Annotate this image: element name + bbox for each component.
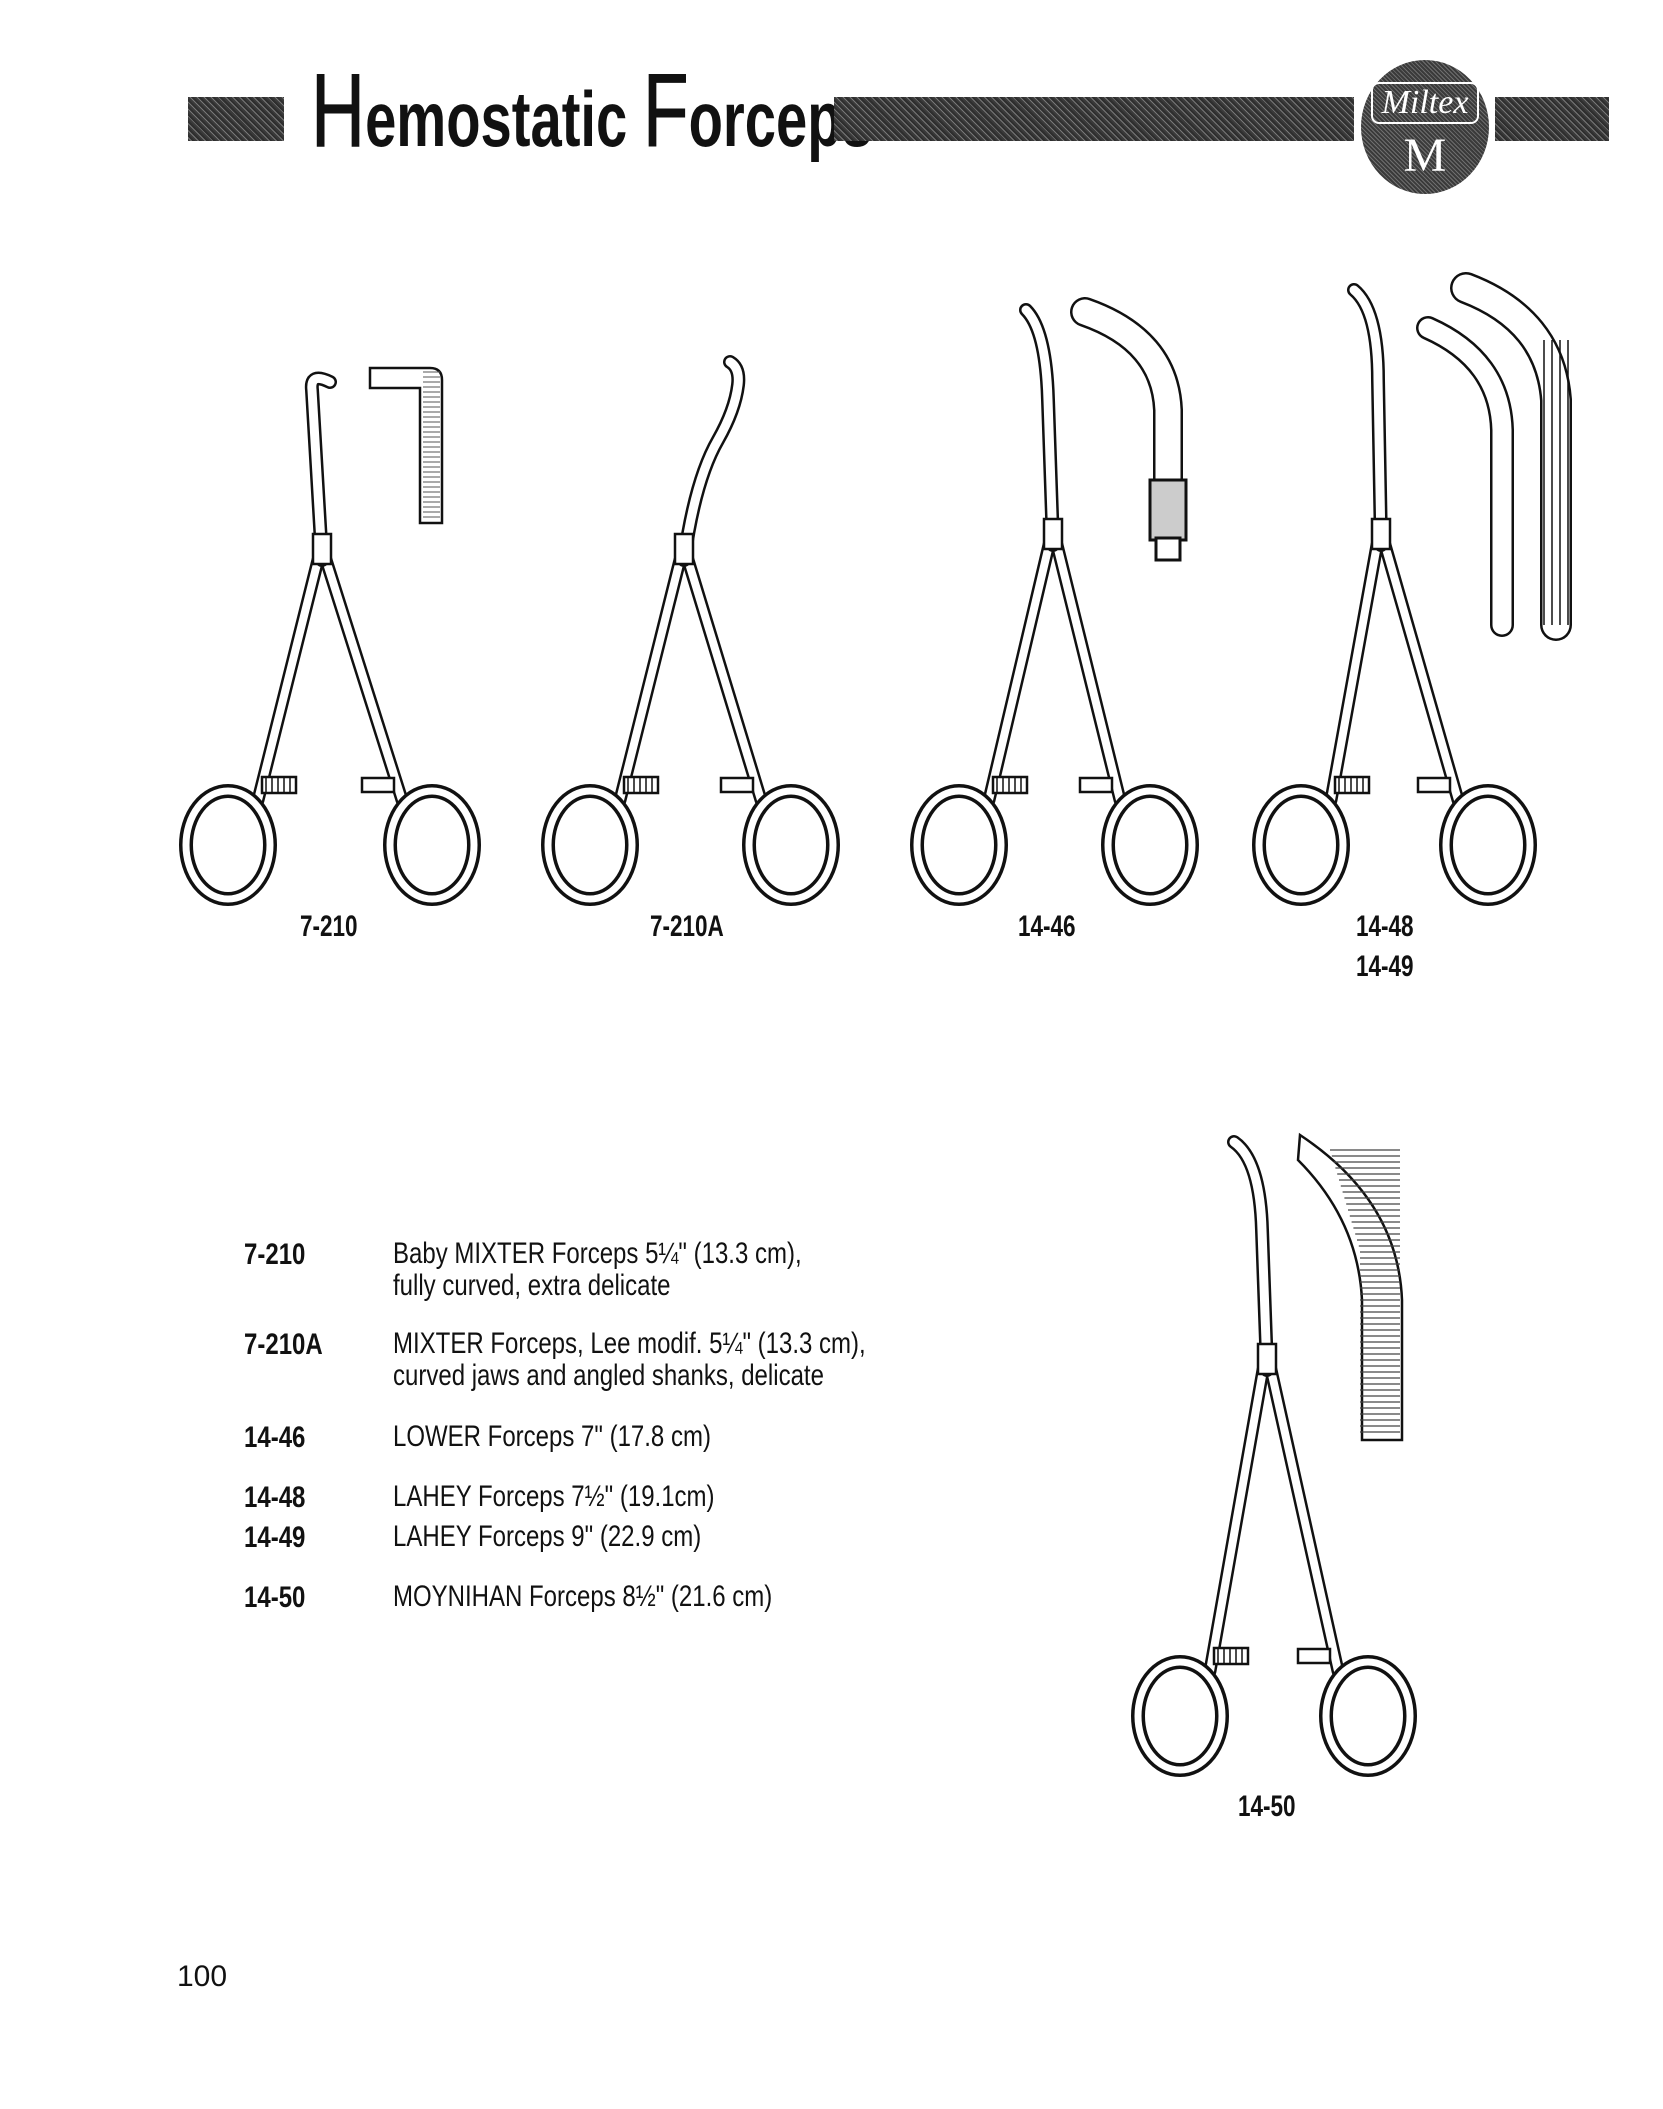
item-description: MOYNIHAN Forceps 8½" (21.6 cm) — [393, 1580, 773, 1613]
ratchet — [622, 775, 660, 795]
item-code: 7-210 — [244, 1238, 306, 1271]
item-code: 14-50 — [244, 1581, 306, 1614]
forceps-14-50 — [1131, 1135, 1417, 1777]
forceps-14-46 — [910, 303, 1199, 906]
miltex-logo: Miltex M — [1361, 60, 1489, 194]
figure-label-7-210a: 7-210A — [650, 910, 724, 943]
forceps-7-210 — [179, 371, 481, 906]
forceps-14-48 — [1252, 283, 1537, 906]
page-number: 100 — [177, 1960, 228, 1993]
ratchet — [1212, 1646, 1250, 1666]
ratchet — [260, 775, 298, 795]
jaw-detail-14-50 — [1296, 1132, 1404, 1442]
header-bar-middle — [834, 97, 1354, 141]
figure-label-14-50: 14-50 — [1238, 1790, 1296, 1823]
item-description: LAHEY Forceps 7½" (19.1cm) — [393, 1480, 715, 1513]
item-code: 14-46 — [244, 1421, 306, 1454]
box-lock — [673, 532, 695, 566]
box-lock — [1042, 517, 1064, 551]
ratchet — [1333, 775, 1371, 795]
item-code: 14-49 — [244, 1521, 306, 1554]
forceps-7-210a — [541, 355, 840, 906]
item-description-line2: fully curved, extra delicate — [393, 1269, 671, 1302]
item-description-line2: curved jaws and angled shanks, delicate — [393, 1359, 824, 1392]
figure-label-14-46: 14-46 — [1018, 910, 1076, 943]
item-description: MIXTER Forceps, Lee modif. 5¼" (13.3 cm)… — [393, 1327, 866, 1360]
item-code: 7-210A — [244, 1328, 323, 1361]
figure-label-14-48: 14-48 — [1356, 910, 1414, 943]
jaw-detail-14-48-14-49 — [1416, 272, 1572, 641]
box-lock — [1370, 517, 1392, 551]
figure-label-14-49: 14-49 — [1356, 950, 1414, 983]
item-description: Baby MIXTER Forceps 5¼" (13.3 cm), — [393, 1237, 802, 1270]
figure-label-7-210: 7-210 — [300, 910, 358, 943]
header-bar-right — [1495, 97, 1609, 141]
item-description: LOWER Forceps 7" (17.8 cm) — [393, 1420, 711, 1453]
box-lock — [311, 532, 333, 566]
item-description: LAHEY Forceps 9" (22.9 cm) — [393, 1520, 702, 1553]
jaw-detail-14-46 — [1070, 297, 1188, 562]
ratchet — [991, 775, 1029, 795]
header-bar-left — [188, 97, 284, 141]
box-lock — [1256, 1342, 1278, 1376]
item-code: 14-48 — [244, 1481, 306, 1514]
jaw-detail-7-210 — [368, 366, 444, 525]
